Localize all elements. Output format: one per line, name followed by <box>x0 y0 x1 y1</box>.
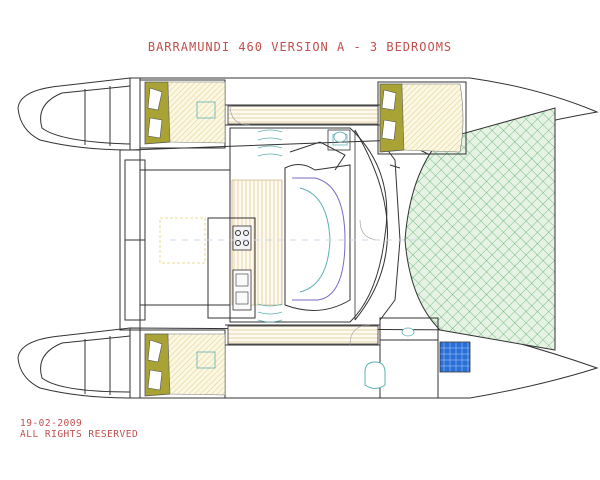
walkway-upper <box>227 105 379 125</box>
cabin-upper-right <box>377 81 467 155</box>
galley-sink <box>232 269 252 311</box>
solar-panel <box>439 341 471 373</box>
drawing-title: BARRAMUNDI 460 VERSION A - 3 BEDROOMS <box>147 40 453 54</box>
lower-hull <box>17 327 599 399</box>
trampoline <box>404 107 556 351</box>
steps-lower <box>257 303 283 323</box>
cockpit-arc <box>354 129 388 321</box>
bathroom-lower-right <box>379 317 439 399</box>
steps-upper <box>257 129 283 157</box>
saloon-structure <box>119 104 441 346</box>
toilet-icon <box>364 361 386 389</box>
galley-counter <box>207 217 256 319</box>
cabin-upper-left <box>139 79 226 149</box>
shower-icon <box>333 131 347 143</box>
saloon-sofa <box>284 141 351 311</box>
chart-table <box>159 217 206 264</box>
helm-bench <box>327 129 351 151</box>
washbasin-icon <box>401 327 415 337</box>
cabin-lower-left <box>139 329 226 399</box>
walkway-lower <box>227 325 379 345</box>
rights-notice: ALL RIGHTS RESERVED <box>20 429 139 440</box>
cooktop <box>232 225 252 251</box>
drawing-date: 19-02-2009 <box>20 418 83 429</box>
